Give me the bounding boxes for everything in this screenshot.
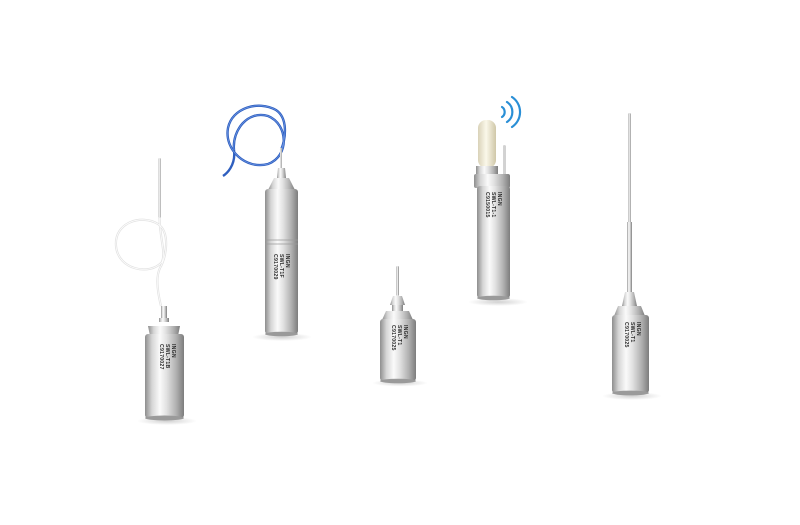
wireless-signal-icon bbox=[500, 95, 522, 129]
serial-text: C9170025 bbox=[390, 325, 396, 351]
probe-needle bbox=[503, 145, 506, 179]
serial-text: C9170029 bbox=[272, 254, 278, 280]
logger-label-1: INGN SWL-T1B C9170027 bbox=[158, 344, 176, 370]
model-text: SWL-T1-1 bbox=[490, 192, 496, 218]
logger-swl-t1b bbox=[114, 158, 197, 425]
serial-text: C9170025 bbox=[623, 322, 629, 348]
brand-text: INGN bbox=[170, 344, 176, 358]
logger-label-3: INGN SWL-T1 C9170025 bbox=[390, 325, 408, 351]
logger-neck bbox=[277, 168, 286, 178]
model-text: SWL-T1 bbox=[629, 322, 635, 343]
model-text: SWL-T1B bbox=[164, 344, 170, 369]
antenna-cap bbox=[478, 120, 496, 168]
brand-text: INGN bbox=[402, 325, 408, 339]
logger-body bbox=[612, 315, 649, 393]
logger-body bbox=[265, 189, 298, 334]
brand-text: INGN bbox=[635, 322, 641, 336]
logger-swl-t1-long bbox=[602, 113, 662, 400]
logger-label-4: INGN SWL-T1-1 C9150015 bbox=[484, 192, 502, 218]
probe-needle bbox=[158, 158, 161, 218]
logger-body bbox=[380, 319, 416, 381]
cable-gland bbox=[161, 306, 167, 318]
probe-needle bbox=[628, 113, 631, 223]
logger-body bbox=[477, 186, 510, 298]
logger-swl-t1-short bbox=[372, 266, 428, 387]
brand-text: INGN bbox=[496, 192, 502, 206]
shadow bbox=[468, 298, 528, 306]
probe-needle bbox=[396, 266, 399, 296]
logger-swl-t1f bbox=[222, 104, 312, 341]
model-text: SWL-T1 bbox=[396, 325, 402, 346]
logger-label-2: INGN SWL-T1F C9170029 bbox=[272, 254, 290, 280]
serial-text: C9170027 bbox=[158, 344, 164, 370]
blue-cable bbox=[222, 104, 287, 177]
logger-label-5: INGN SWL-T1 C9170025 bbox=[623, 322, 641, 348]
logger-body bbox=[145, 334, 184, 418]
logger-swl-t1-1-wireless bbox=[468, 95, 528, 306]
serial-text: C9150015 bbox=[484, 192, 490, 218]
model-text: SWL-T1F bbox=[278, 254, 284, 278]
brand-text: INGN bbox=[284, 254, 290, 268]
